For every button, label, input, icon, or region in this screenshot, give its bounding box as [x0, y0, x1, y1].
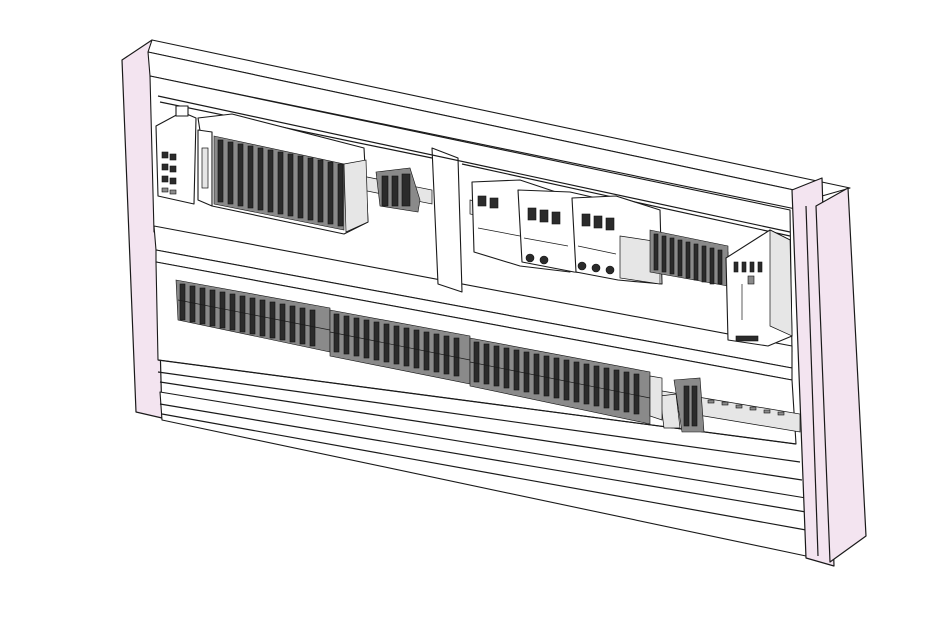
upper-right-components	[469, 179, 793, 347]
io-module-block	[197, 113, 369, 235]
terminal-block-row-2	[329, 309, 471, 385]
end-terminals	[649, 375, 705, 433]
upper-left-components	[155, 105, 421, 235]
terminal-strip	[649, 229, 729, 287]
terminal-pair	[375, 167, 421, 213]
cabinet-shell	[121, 39, 867, 567]
vertical-divider	[431, 147, 463, 293]
circuit-breakers	[471, 179, 663, 285]
terminal-block-row-1	[175, 279, 331, 353]
right-side-wall-inner	[815, 187, 867, 563]
terminal-block-row-3	[469, 337, 651, 425]
power-supply-unit	[725, 229, 793, 347]
network-switch	[155, 105, 197, 205]
lower-terminal-blocks	[175, 279, 705, 433]
